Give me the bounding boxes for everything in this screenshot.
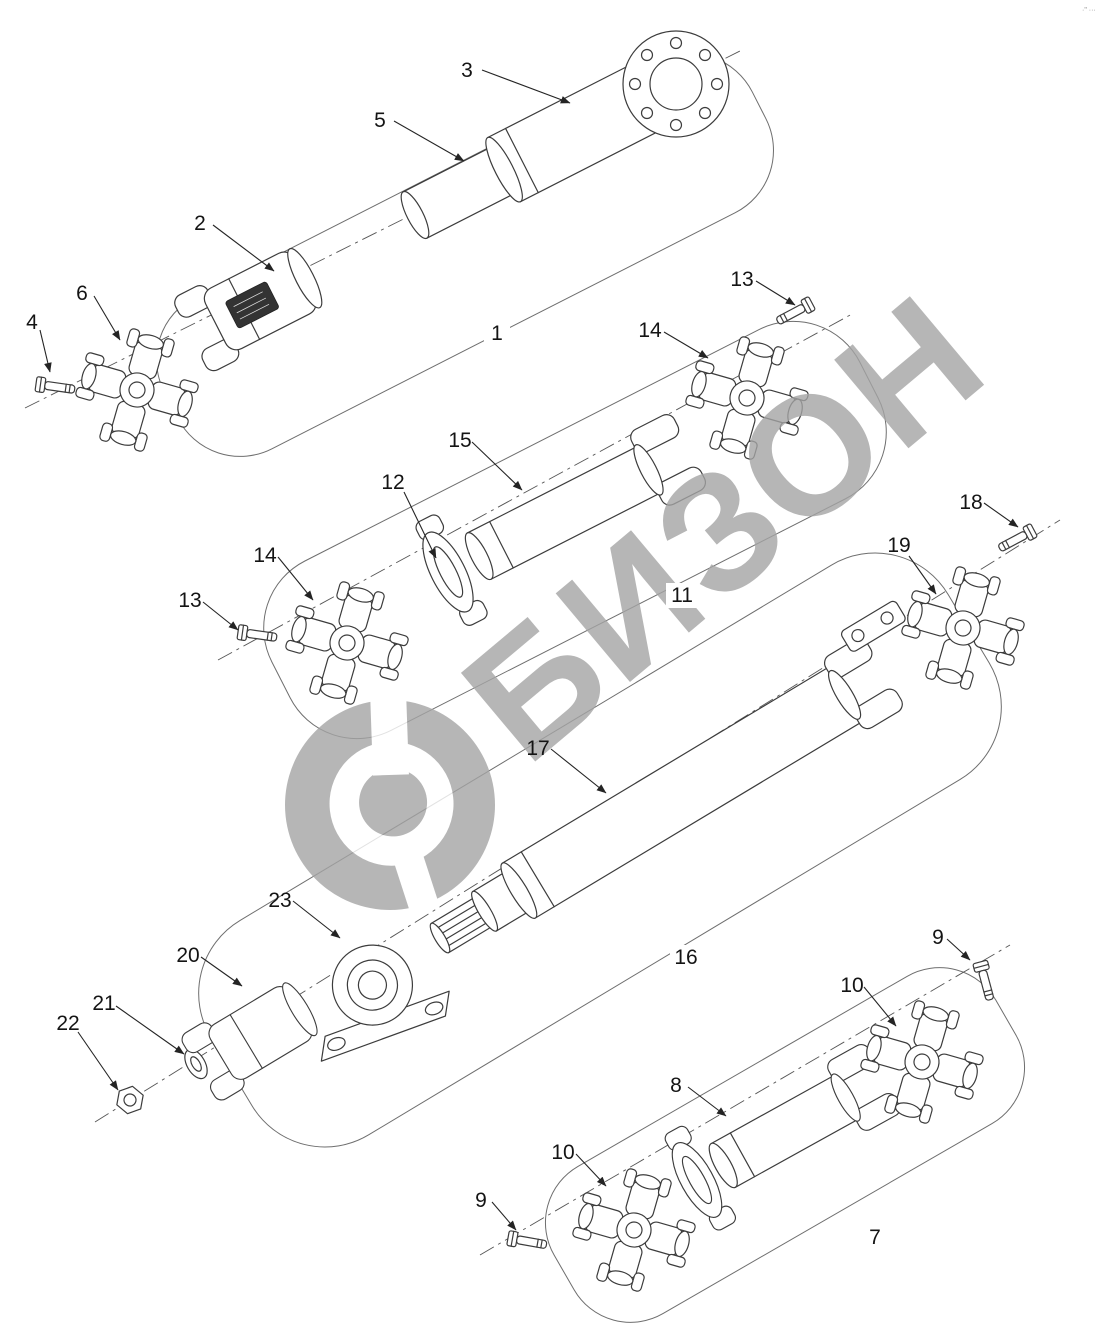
callout-20: 20 xyxy=(176,944,243,987)
callout-15: 15 xyxy=(448,429,523,491)
mount-bracket xyxy=(841,600,906,652)
callout-14b: 14 xyxy=(253,544,314,601)
bolt xyxy=(34,375,77,398)
svg-text:22: 22 xyxy=(56,1012,79,1035)
callout-11: 11 xyxy=(666,583,698,608)
svg-text:13: 13 xyxy=(730,268,753,291)
companion-flange xyxy=(622,30,730,138)
u-joint xyxy=(891,556,1034,699)
svg-text:6: 6 xyxy=(76,282,88,305)
svg-text:1: 1 xyxy=(491,322,503,345)
svg-text:14: 14 xyxy=(638,319,662,342)
bolt xyxy=(236,623,279,646)
callout-4: 4 xyxy=(26,311,52,373)
assembly-short-propshaft xyxy=(506,959,998,1302)
svg-text:11: 11 xyxy=(671,584,693,607)
svg-text:10: 10 xyxy=(840,974,863,997)
callout-6: 6 xyxy=(76,282,121,341)
svg-text:10: 10 xyxy=(551,1141,574,1164)
assembly-rear-propshaft xyxy=(112,522,1039,1117)
callout-10b: 10 xyxy=(551,1141,607,1187)
svg-text:8: 8 xyxy=(670,1074,682,1097)
svg-text:23: 23 xyxy=(268,889,291,912)
callout-19: 19 xyxy=(887,534,937,595)
shaft-tube xyxy=(429,600,907,954)
boundary-group-11 xyxy=(263,320,887,740)
callouts: 3 5 2 6 4 1 13 14 xyxy=(26,59,1019,1250)
callout-18: 18 xyxy=(959,491,1019,528)
callout-14a: 14 xyxy=(638,319,709,359)
assembly-intermediate-propshaft xyxy=(236,295,819,714)
svg-text:14: 14 xyxy=(253,544,277,567)
callout-9a: 9 xyxy=(932,926,971,961)
callout-3: 3 xyxy=(461,59,571,104)
svg-text:19: 19 xyxy=(887,534,910,557)
svg-text:4: 4 xyxy=(26,311,38,334)
callout-16: 16 xyxy=(670,945,702,970)
shaft-tube xyxy=(405,410,710,632)
bolt xyxy=(506,1230,549,1253)
svg-text:20: 20 xyxy=(176,944,199,967)
callout-17: 17 xyxy=(526,737,607,794)
bolt xyxy=(972,959,998,1003)
assembly-front-propshaft xyxy=(34,30,730,462)
callout-13a: 13 xyxy=(730,268,796,306)
callout-2: 2 xyxy=(194,212,275,272)
callout-10a: 10 xyxy=(840,974,897,1027)
svg-text:2: 2 xyxy=(194,212,206,235)
svg-text:7: 7 xyxy=(869,1226,881,1249)
slip-yoke xyxy=(171,236,333,375)
bolt xyxy=(995,522,1039,556)
svg-text:18: 18 xyxy=(959,491,982,514)
svg-text:12: 12 xyxy=(381,471,404,494)
shaft-tube xyxy=(655,1040,904,1237)
svg-text:13: 13 xyxy=(178,589,201,612)
svg-text:3: 3 xyxy=(461,59,473,82)
callout-21: 21 xyxy=(92,992,185,1055)
boundary-group-7 xyxy=(544,967,1026,1323)
svg-text:16: 16 xyxy=(674,946,697,969)
callout-7: 7 xyxy=(862,1225,888,1250)
callout-22: 22 xyxy=(56,1012,119,1091)
corner-mark: ·" ··· xyxy=(1082,7,1096,14)
callout-13b: 13 xyxy=(178,589,239,631)
callout-5: 5 xyxy=(374,109,465,162)
svg-text:5: 5 xyxy=(374,109,386,132)
callout-23: 23 xyxy=(268,889,341,939)
svg-text:17: 17 xyxy=(526,737,549,760)
nut xyxy=(112,1083,148,1117)
watermark-logo-icon xyxy=(285,692,495,916)
svg-text:9: 9 xyxy=(932,926,944,949)
svg-text:15: 15 xyxy=(448,429,471,452)
svg-text:21: 21 xyxy=(92,992,115,1015)
u-joint xyxy=(65,318,208,461)
callout-9b: 9 xyxy=(475,1189,517,1231)
callout-12: 12 xyxy=(381,471,437,559)
center-bearing xyxy=(288,922,458,1062)
callout-8: 8 xyxy=(670,1074,727,1117)
callout-1: 1 xyxy=(484,321,510,346)
svg-text:9: 9 xyxy=(475,1189,487,1212)
